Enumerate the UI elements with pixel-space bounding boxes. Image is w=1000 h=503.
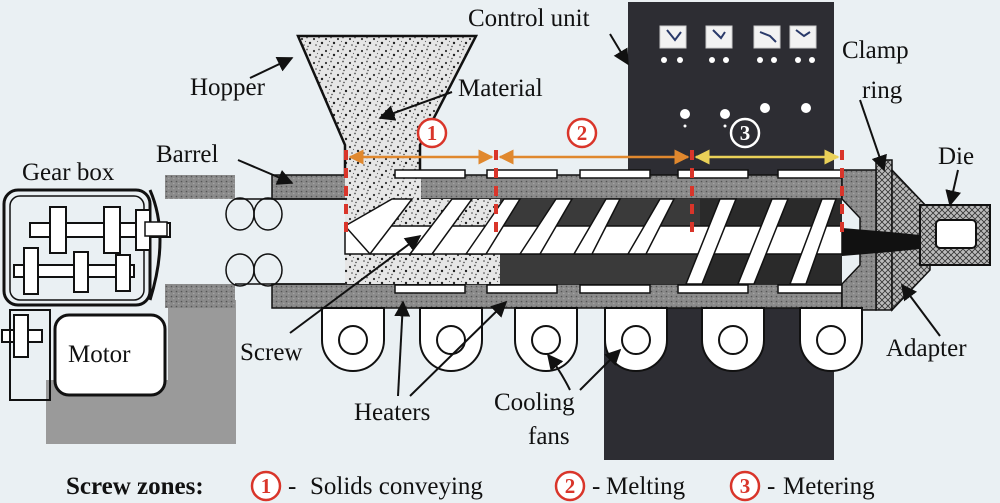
label-cooling-line2: fans bbox=[528, 423, 570, 450]
label-clamp-ring-line2: ring bbox=[862, 77, 903, 104]
zone-2-number: 2 bbox=[577, 121, 588, 145]
legend-zone-3-number: 3 bbox=[740, 474, 751, 498]
zone-1-number: 1 bbox=[427, 121, 438, 145]
label-clamp-ring-line1: Clamp bbox=[842, 37, 909, 64]
drive-unit bbox=[1, 188, 236, 444]
label-heaters: Heaters bbox=[354, 399, 430, 426]
legend-zone-2-sep: - bbox=[592, 473, 600, 500]
zone-1-marker: 1 bbox=[416, 117, 448, 149]
zone-markers: 1 2 3 bbox=[344, 117, 844, 240]
gauge-panel bbox=[659, 25, 817, 49]
barrel bbox=[144, 169, 843, 309]
legend-zone-2-number: 2 bbox=[565, 474, 576, 498]
label-cooling-line1: Cooling bbox=[494, 389, 575, 416]
label-control-unit: Control unit bbox=[468, 5, 590, 32]
label-motor: Motor bbox=[68, 341, 131, 368]
label-screw: Screw bbox=[240, 339, 302, 366]
die-assembly bbox=[841, 159, 991, 312]
indicator-lights bbox=[661, 57, 815, 128]
legend-zone-3-sep: - bbox=[767, 473, 775, 500]
legend-zone-1-sep: - bbox=[288, 473, 296, 500]
zone-3-number: 3 bbox=[740, 121, 751, 145]
cooling-fans bbox=[321, 307, 863, 372]
labels: Control unit Clamp ring Die Hopper Mater… bbox=[22, 5, 974, 450]
label-die: Die bbox=[938, 143, 974, 170]
legend-title: Screw zones: bbox=[66, 473, 204, 500]
legend-zone-1-name: Solids conveying bbox=[310, 473, 483, 500]
label-barrel: Barrel bbox=[156, 141, 219, 168]
legend-zone-1-number: 1 bbox=[261, 474, 272, 498]
zone-3-marker: 3 bbox=[729, 117, 761, 149]
legend-zone-3-name: Metering bbox=[783, 473, 875, 500]
label-adapter: Adapter bbox=[886, 335, 967, 362]
label-gear-box: Gear box bbox=[22, 159, 115, 186]
zone-2-marker: 2 bbox=[566, 117, 598, 149]
label-material: Material bbox=[458, 75, 543, 102]
callout-arrows bbox=[237, 33, 962, 397]
zone-legend: Screw zones: 1 - Solids conveying 2 - Me… bbox=[66, 470, 875, 502]
legend-zone-2-name: Melting bbox=[606, 473, 686, 500]
label-hopper: Hopper bbox=[190, 74, 266, 101]
